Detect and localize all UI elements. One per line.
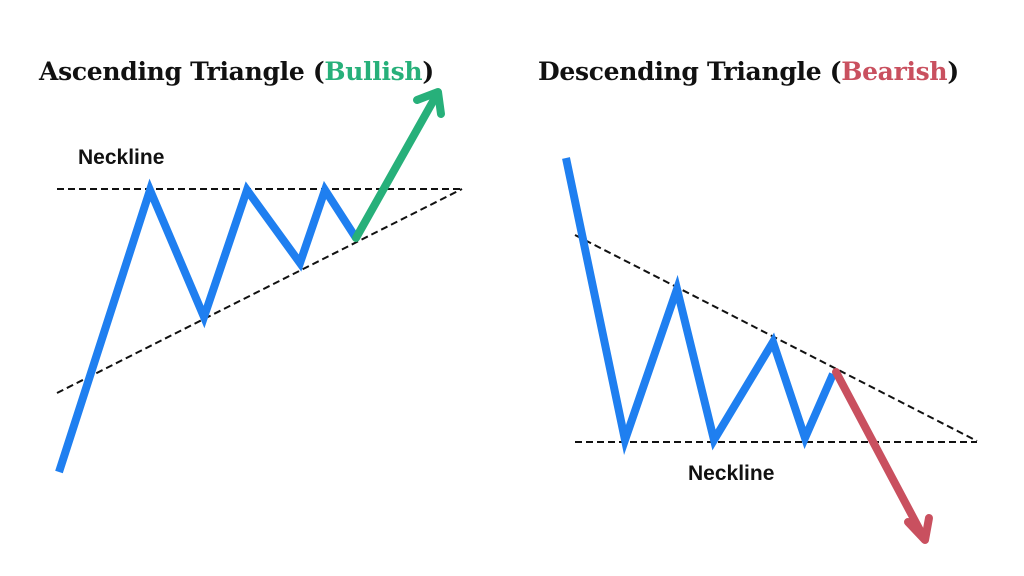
ascending-title-close: ) <box>422 57 434 86</box>
descending-price-line <box>562 157 837 456</box>
bearish-label: Bearish <box>841 57 948 86</box>
descending-neckline-label: Neckline <box>688 462 775 485</box>
ascending-triangle-title: Ascending Triangle (Bullish) <box>39 57 434 86</box>
ascending-neckline-label: Neckline <box>78 146 165 169</box>
descending-resistance-dashed <box>574 234 978 442</box>
descending-triangle-chart <box>562 157 978 544</box>
descending-title-text: Descending Triangle ( <box>538 57 842 86</box>
ascending-support-dashed <box>56 188 463 394</box>
ascending-triangle-chart <box>55 88 463 474</box>
bullish-label: Bullish <box>324 57 423 86</box>
bearish-breakdown-arrow-icon <box>832 368 933 544</box>
ascending-title-text: Ascending Triangle ( <box>39 57 325 86</box>
ascending-price-line <box>55 178 360 474</box>
descending-title-close: ) <box>947 57 959 86</box>
descending-triangle-title: Descending Triangle (Bearish) <box>538 57 959 86</box>
bullish-breakout-arrow-icon <box>352 88 445 242</box>
